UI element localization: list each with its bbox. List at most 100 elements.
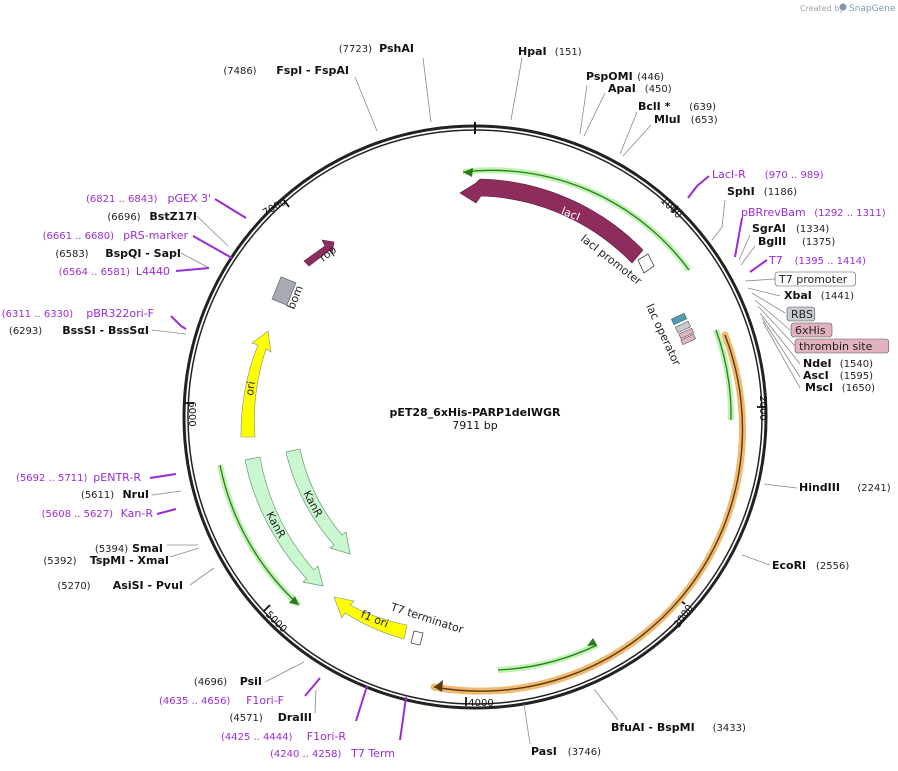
boxed-feature-box — [786, 306, 816, 322]
site-position: (1334) — [796, 224, 829, 235]
leader-nrui — [151, 490, 182, 496]
site-apai[interactable]: ApaI(450) — [608, 82, 672, 95]
boxed-feature-t7-promoter[interactable]: T7 promoter — [774, 271, 856, 287]
feature-laci — [459, 178, 644, 264]
leader-fspi — [354, 76, 378, 132]
orf-laci-arrowhead — [463, 168, 473, 177]
leader-bfuai — [593, 688, 619, 721]
primer-position: (970 .. 989) — [765, 170, 824, 181]
site-mlui[interactable]: MluI(653) — [654, 113, 718, 126]
backbone — [182, 122, 768, 710]
site-smai[interactable]: SmaI(5394) — [95, 542, 163, 555]
site-hindiii[interactable]: HindIII(2241) — [799, 481, 891, 494]
site-name: SphI — [727, 185, 755, 198]
primer-t7[interactable]: T7 (1395 .. 1414) — [768, 254, 866, 267]
primer-name: T7 Term — [350, 747, 395, 760]
leader-asci — [761, 317, 801, 378]
leader-bsssi — [151, 329, 187, 335]
primer-name: F1ori-F — [246, 694, 284, 707]
site-pshai[interactable]: PshAI(7723) — [339, 42, 414, 55]
primer-pbr322ori-f[interactable]: pBR322ori-F(6311 .. 6330) — [2, 307, 154, 320]
site-ecori[interactable]: EcoRI(2556) — [772, 559, 849, 572]
site-tspmi-xmai[interactable]: TspMI - XmaI(5392) — [43, 554, 169, 567]
site-position: (1650) — [842, 383, 875, 394]
plasmid-center-label: pET28_6xHis-PARP1delWGR 7911 bp — [389, 406, 561, 432]
site-position: (6696) — [107, 212, 140, 223]
leader-pshai — [422, 57, 432, 123]
site-bfuai-bspmi[interactable]: BfuAI - BspMI(3433) — [611, 721, 746, 734]
feature-lac-operator-block — [671, 312, 687, 326]
site-position: (1375) — [802, 237, 835, 248]
site-bspqi-sapi[interactable]: BspQI - SapI(6583) — [55, 247, 181, 260]
site-sgrai[interactable]: SgrAI(1334) — [752, 222, 829, 235]
primer-f1ori-r[interactable]: F1ori-R(4425 .. 4444) — [221, 730, 346, 743]
orf-green-2 — [497, 644, 598, 671]
feature-6xhis-block — [678, 327, 694, 340]
site-msci[interactable]: MscI (1650) — [805, 381, 875, 394]
site-name: BssSI - BssSαI — [62, 324, 149, 337]
primer-pbrrevbam-mark — [734, 217, 743, 258]
site-name: PspOMI — [586, 70, 633, 83]
feature-t7-terminator-arrow — [410, 630, 424, 646]
site-position: (6293) — [9, 326, 42, 337]
site-pspomi[interactable]: PspOMI (446) — [586, 70, 664, 83]
feature-rop — [303, 239, 335, 267]
site-position: (6583) — [55, 249, 88, 260]
primer-name: Kan-R — [121, 507, 154, 520]
primer-pbrrevbam[interactable]: pBRrevBam(1292 .. 1311) — [741, 206, 886, 219]
site-fspi-fspai[interactable]: FspI - FspAI(7486) — [223, 64, 349, 77]
site-name: PshAI — [379, 42, 414, 55]
site-name: BfuAI - BspMI — [611, 721, 695, 734]
primer-pentr-r[interactable]: pENTR-R(5692 .. 5711) — [16, 471, 141, 484]
site-position: (446) — [637, 72, 664, 83]
primer-prs-marker[interactable]: pRS-marker(6661 .. 6680) — [43, 229, 189, 242]
primer-name: T7 — [768, 254, 783, 267]
site-name: MscI — [805, 381, 833, 394]
site-nrui[interactable]: NruI(5611) — [81, 488, 149, 501]
primer-name: pGEX 3' — [167, 192, 211, 205]
site-draiii[interactable]: DraIII(4571) — [230, 711, 312, 724]
site-pasi[interactable]: PasI(3746) — [531, 745, 601, 758]
site-hpai[interactable]: HpaI(151) — [518, 45, 582, 58]
site-position: (1595) — [840, 371, 873, 382]
site-name: ApaI — [608, 82, 636, 95]
site-bstz17i[interactable]: BstZ17I(6696) — [107, 210, 197, 223]
primer-t7-mark — [749, 259, 768, 273]
site-asci[interactable]: AscI(1595) — [803, 369, 873, 382]
boxed-feature-thrombin-site[interactable]: thrombin site — [794, 338, 890, 354]
boxed-feature-rbs[interactable]: RBS — [786, 306, 816, 322]
boxed-feature-box — [790, 322, 833, 338]
leader-bcli — [619, 111, 638, 155]
site-asisi-pvui[interactable]: AsiSI - PvuI(5270) — [57, 579, 183, 592]
primer-position: (5692 .. 5711) — [16, 473, 88, 484]
primer-prsmarker-mark — [192, 235, 233, 259]
primer-position: (6564 .. 6581) — [59, 267, 131, 278]
site-bcli[interactable]: BclI *(639) — [638, 100, 716, 113]
primer-l4440[interactable]: L4440(6564 .. 6581) — [59, 265, 170, 278]
boxed-feature-6xhis[interactable]: 6xHis — [790, 322, 833, 338]
site-name: BglII — [758, 235, 786, 248]
primer-laci-r[interactable]: LacI-R(970 .. 989) — [712, 168, 824, 181]
primer-f1ori-f[interactable]: F1ori-F(4635 .. 4656) — [159, 694, 284, 707]
site-bsssi-bsss-i[interactable]: BssSI - BssSαI (6293) — [9, 324, 149, 337]
snapgene-credit: Created by SnapGene — [800, 3, 896, 14]
site-name: AsiSI - PvuI — [113, 579, 183, 592]
primer-kan-r[interactable]: Kan-R(5608 .. 5627) — [42, 507, 154, 520]
primer-f1orir-mark — [355, 685, 368, 722]
feature-thrombin-block — [680, 333, 696, 346]
site-psii[interactable]: PsiI(4696) — [194, 675, 262, 688]
primer-t7-term[interactable]: T7 Term(4240 .. 4258) — [270, 747, 395, 760]
primer-name: pBR322ori-F — [86, 307, 154, 320]
site-sphi[interactable]: SphI(1186) — [727, 185, 797, 198]
site-bglii[interactable]: BglII (1375) — [758, 235, 835, 248]
site-position: (151) — [555, 47, 582, 58]
site-xbai[interactable]: XbaI(1441) — [784, 289, 854, 302]
site-position: (5394) — [95, 544, 128, 555]
orf-green-1 — [715, 329, 732, 421]
primer-position: (1395 .. 1414) — [795, 256, 867, 267]
feature-kanr-1-label: KanR — [263, 509, 288, 540]
tick-mark-5000 — [263, 604, 271, 612]
feature-ori-label: ori — [243, 380, 258, 396]
primer-pgex-3[interactable]: pGEX 3'(6821 .. 6843) — [86, 192, 211, 205]
site-ndei[interactable]: NdeI(1540) — [803, 357, 873, 370]
